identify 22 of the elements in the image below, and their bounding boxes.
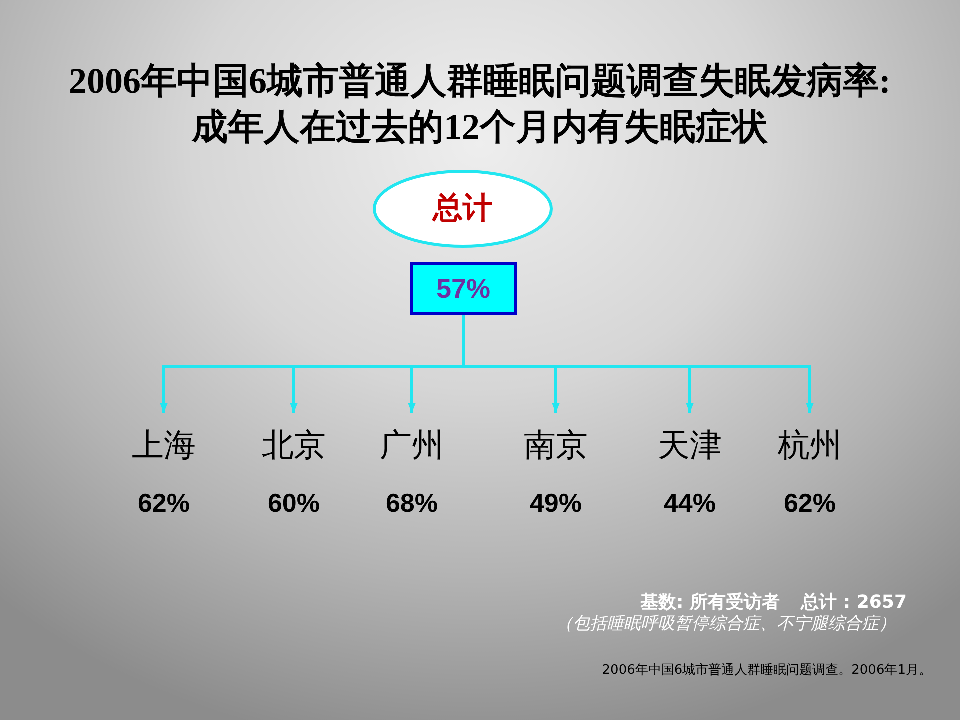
percentage-value: 62% — [782, 487, 838, 520]
city-name: 杭州 — [777, 425, 843, 465]
percentage-value: 60% — [266, 487, 322, 520]
slide-title: 2006年中国6城市普通人群睡眠问题调查失眠发病率:成年人在过去的12个月内有失眠症状 — [68, 60, 892, 149]
total-label: 总计 — [433, 191, 493, 227]
percentage-value: 62% — [136, 487, 192, 520]
percentage-value: 68% — [384, 487, 440, 520]
footnote: （包括睡眠呼吸暂停综合症、不宁腿综合症） — [556, 614, 896, 634]
value-box — [410, 262, 517, 315]
total-note: 总计 : 2657 — [801, 593, 907, 613]
ellipse-node — [373, 170, 553, 248]
arrow — [462, 315, 814, 413]
city-name: 北京 — [261, 425, 327, 465]
city-name: 天津 — [657, 425, 723, 465]
percentage-value: 49% — [528, 487, 584, 520]
source-note: 2006年中国6城市普通人群睡眠问题调查。2006年1月。 — [602, 662, 932, 680]
city-name: 上海 — [131, 425, 197, 465]
percentage-value: 44% — [662, 487, 718, 520]
city-name: 南京 — [523, 425, 589, 465]
base-note: 基数: 所有受访者 — [640, 593, 780, 613]
city-name: 广州 — [379, 425, 445, 465]
percentage-value: 57% — [436, 272, 491, 306]
